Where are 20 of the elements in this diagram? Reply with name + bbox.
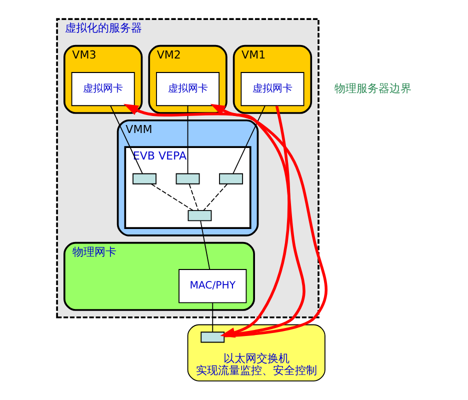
connector (212, 302, 213, 332)
cluster: EVB VEPA (124, 146, 251, 229)
connector (188, 184, 198, 211)
node-box: MAC/PHY (178, 269, 246, 304)
connector (186, 105, 188, 174)
node-box (132, 173, 156, 184)
connector (232, 105, 266, 174)
cluster: 以太网交换机 实现流量监控、安全控制 (186, 324, 325, 382)
node-box (200, 332, 224, 343)
node-box (218, 173, 243, 184)
connector (110, 105, 143, 174)
node-box: 虚拟网卡 (70, 72, 134, 106)
connector (200, 220, 210, 270)
label: 物理服务器边界 (334, 82, 411, 95)
node-box: 虚拟网卡 (240, 72, 304, 106)
connector (202, 184, 228, 211)
connector (150, 184, 193, 211)
node-box: 虚拟网卡 (156, 72, 220, 106)
node-box (187, 210, 212, 222)
node-box (175, 173, 200, 184)
